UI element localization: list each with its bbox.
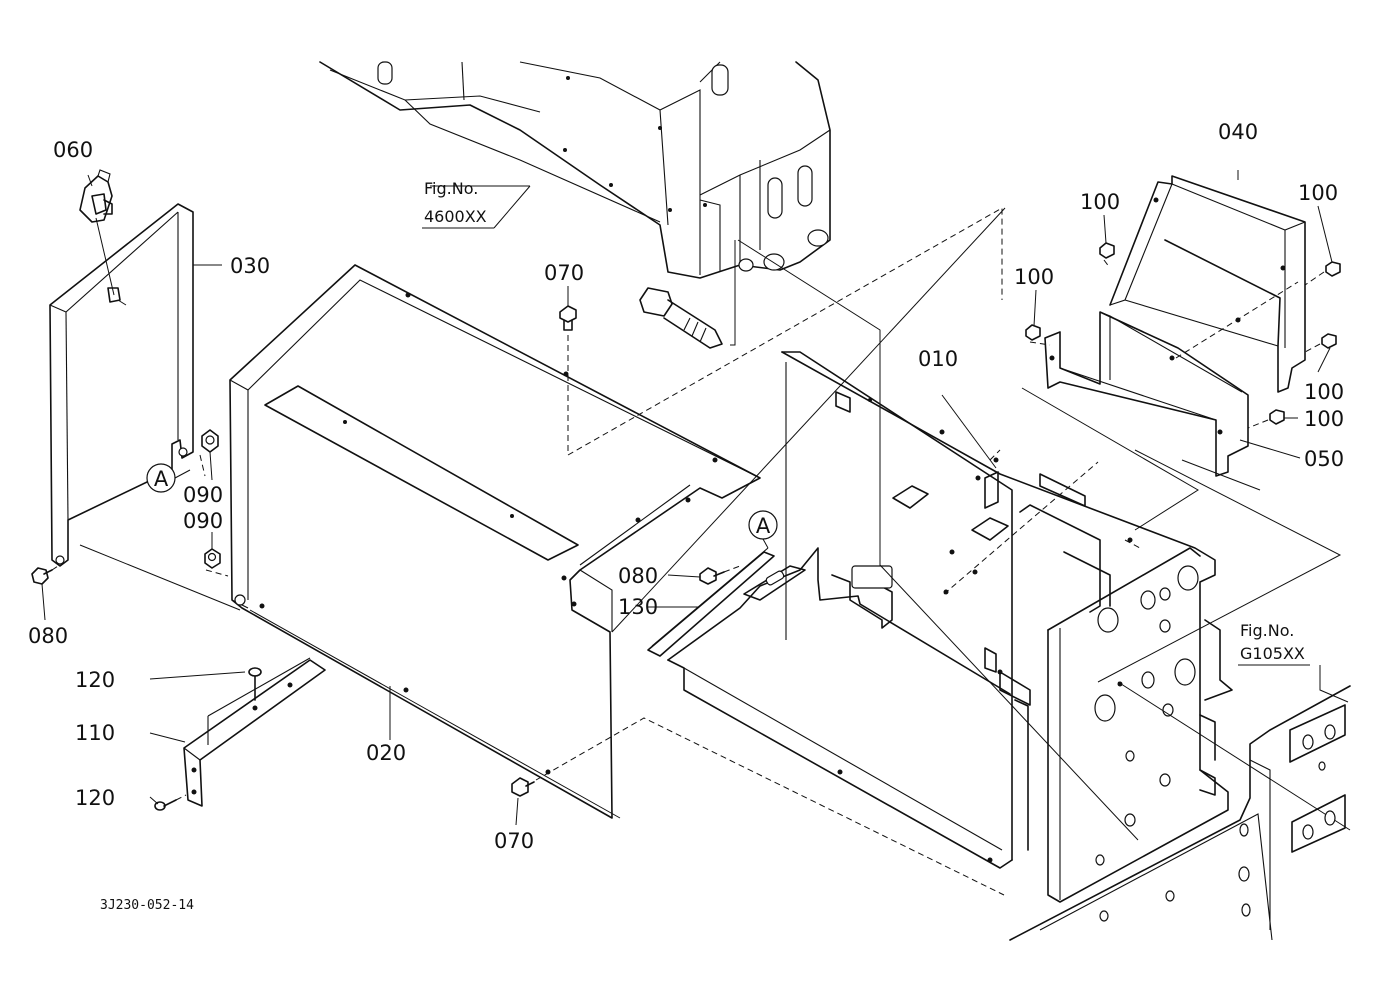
label-100-b: 100 [1014, 265, 1054, 289]
upper-frame-reference [319, 61, 831, 279]
label-090-upper: 090 [183, 483, 223, 507]
rear-frame-reference [1009, 665, 1351, 941]
label-120-lower: 120 [75, 786, 115, 810]
part-030-side-plate [49, 203, 222, 567]
fig-ref-top-line2: 4600XX [424, 207, 487, 226]
label-070-lower: 070 [494, 829, 534, 853]
label-060: 060 [53, 138, 93, 162]
mount-bolt [639, 240, 736, 349]
part-090-nuts [199, 429, 229, 577]
part-010-base-box [667, 351, 1233, 903]
part-130-strip [647, 547, 775, 657]
label-130: 130 [618, 595, 658, 619]
label-100-d: 100 [1304, 380, 1344, 404]
label-110: 110 [75, 721, 115, 745]
label-010: 010 [918, 347, 958, 371]
part-050-lower-cover [1044, 311, 1249, 477]
label-050: 050 [1304, 447, 1344, 471]
part-110-bracket [154, 657, 326, 811]
callout-a-left: A [146, 463, 191, 493]
label-040: 040 [1218, 120, 1258, 144]
label-120-upper: 120 [75, 668, 115, 692]
label-100-e: 100 [1304, 407, 1344, 431]
label-080-left: 080 [28, 624, 68, 648]
part-070-bolts [511, 207, 1005, 896]
part-020-main-cover [229, 264, 761, 819]
fig-ref-right-line1: Fig.No. [1240, 621, 1294, 640]
drawing-code: 3J230-052-14 [100, 898, 194, 913]
label-070-upper: 070 [544, 261, 584, 285]
part-080-bolt-center [699, 565, 741, 585]
part-060-catch [79, 169, 127, 306]
part-080-bolt-left [31, 565, 59, 585]
label-100-c: 100 [1298, 181, 1338, 205]
label-100-a: 100 [1080, 190, 1120, 214]
part-040-top-cover [1109, 175, 1306, 393]
callout-a-center-label: A [756, 514, 771, 538]
callout-a-left-label: A [154, 467, 169, 491]
callout-a-center: A [748, 510, 778, 549]
fig-ref-right-line2: G105XX [1240, 644, 1305, 663]
label-020: 020 [366, 741, 406, 765]
label-030: 030 [230, 254, 270, 278]
leader-lines [41, 170, 1333, 826]
label-090-lower: 090 [183, 509, 223, 533]
reference-lines [79, 207, 1351, 841]
fig-ref-top-line1: Fig.No. [424, 179, 478, 198]
part-100-bolts [1025, 242, 1341, 429]
label-080-center: 080 [618, 564, 658, 588]
